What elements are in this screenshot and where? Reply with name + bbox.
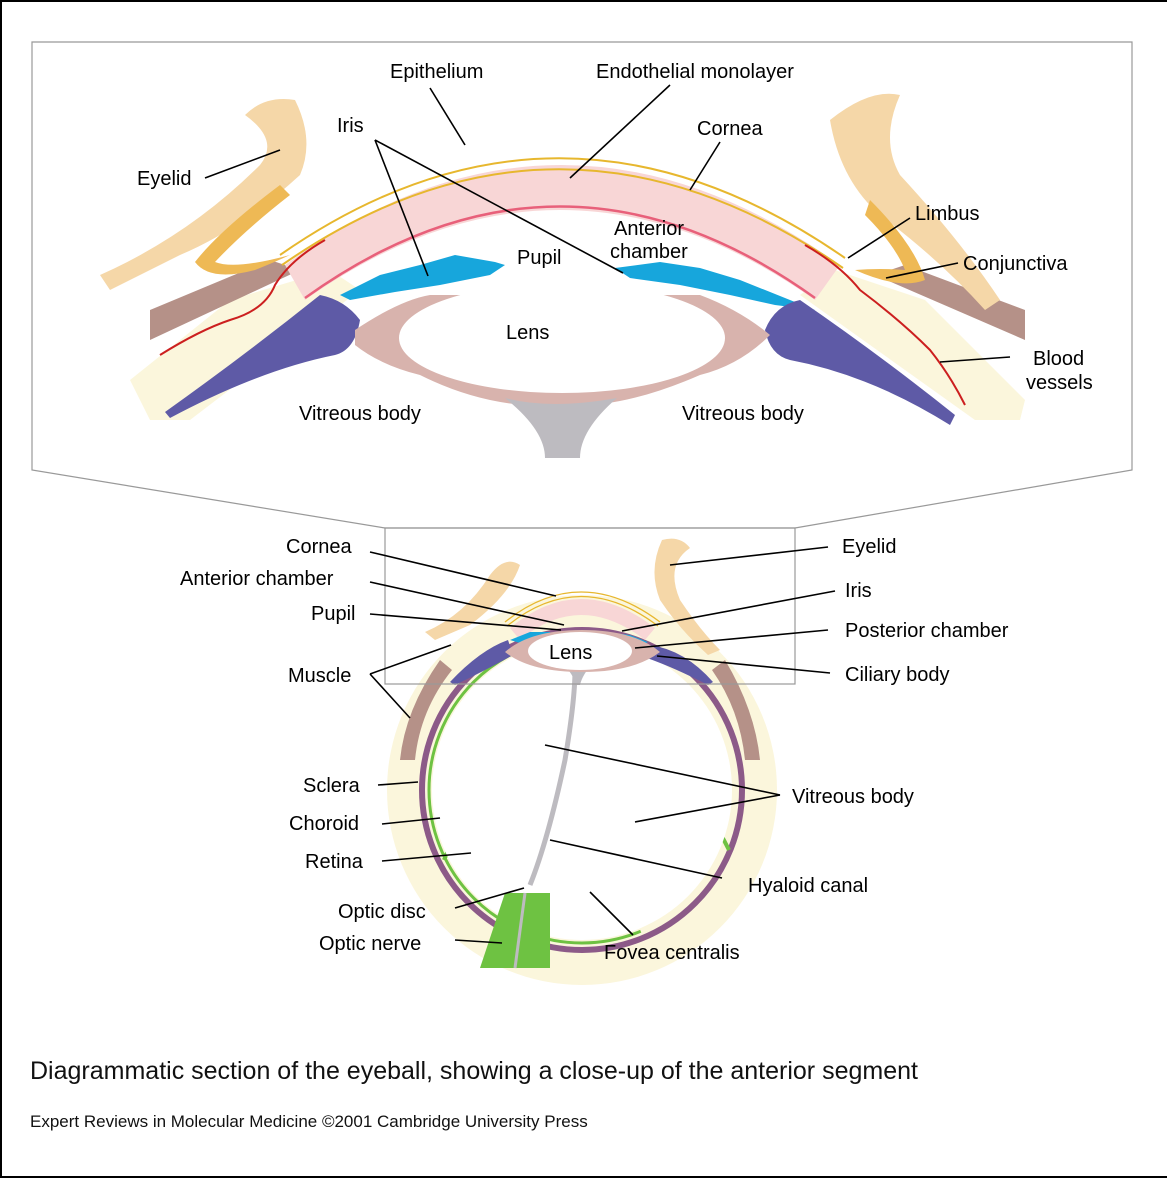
closeup-hyaloid [505, 398, 617, 458]
w-label-iris: Iris [845, 580, 872, 602]
w-label-vitreous-body: Vitreous body [792, 786, 914, 808]
w-label-muscle: Muscle [288, 665, 351, 687]
label-iris: Iris [337, 115, 364, 137]
label-eyelid: Eyelid [137, 168, 191, 190]
w-label-optic-disc: Optic disc [338, 901, 426, 923]
leader-w-cornea [370, 552, 556, 596]
label-limbus: Limbus [915, 203, 979, 225]
label-chamber: chamber [610, 241, 688, 263]
figure-credit: Expert Reviews in Molecular Medicine ©20… [30, 1112, 588, 1132]
label-epithelium: Epithelium [390, 61, 483, 83]
w-label-lens: Lens [549, 642, 592, 664]
figure-caption: Diagrammatic section of the eyeball, sho… [30, 1057, 918, 1086]
w-label-retina: Retina [305, 851, 364, 873]
closeup-lens [399, 283, 725, 393]
label-conjunctiva: Conjunctiva [963, 253, 1068, 275]
w-label-ciliary-body: Ciliary body [845, 664, 949, 686]
w-label-hyaloid-canal: Hyaloid canal [748, 875, 868, 897]
leader-epithelium [430, 88, 465, 145]
w-label-pupil: Pupil [311, 603, 355, 625]
closeup-cornea [285, 165, 840, 300]
leader-endothelial [570, 85, 670, 178]
w-label-optic-nerve: Optic nerve [319, 933, 421, 955]
closeup-panel: Eyelid Epithelium Iris Endothelial monol… [32, 42, 1132, 528]
label-vessels: vessels [1026, 372, 1093, 394]
eye-vitreous [432, 640, 732, 940]
w-label-anterior-chamber: Anterior chamber [180, 568, 334, 590]
w-label-sclera: Sclera [303, 775, 361, 797]
label-anterior: Anterior [614, 218, 684, 240]
label-endothelial-monolayer: Endothelial monolayer [596, 61, 794, 83]
label-vitreous-left: Vitreous body [299, 403, 421, 425]
label-cornea: Cornea [697, 118, 763, 140]
w-label-eyelid: Eyelid [842, 536, 896, 558]
w-label-fovea-centralis: Fovea centralis [604, 942, 740, 964]
w-label-posterior-chamber: Posterior chamber [845, 620, 1009, 642]
whole-eye-panel: Cornea Anterior chamber Pupil Muscle Scl… [180, 528, 1009, 985]
label-blood: Blood [1033, 348, 1084, 370]
label-lens: Lens [506, 322, 549, 344]
leader-w-eyelid [670, 547, 828, 565]
w-label-choroid: Choroid [289, 813, 359, 835]
leader-w-muscle-b [370, 674, 410, 718]
leader-cornea [690, 142, 720, 190]
w-label-cornea: Cornea [286, 536, 352, 558]
label-vitreous-right: Vitreous body [682, 403, 804, 425]
label-pupil: Pupil [517, 247, 561, 269]
